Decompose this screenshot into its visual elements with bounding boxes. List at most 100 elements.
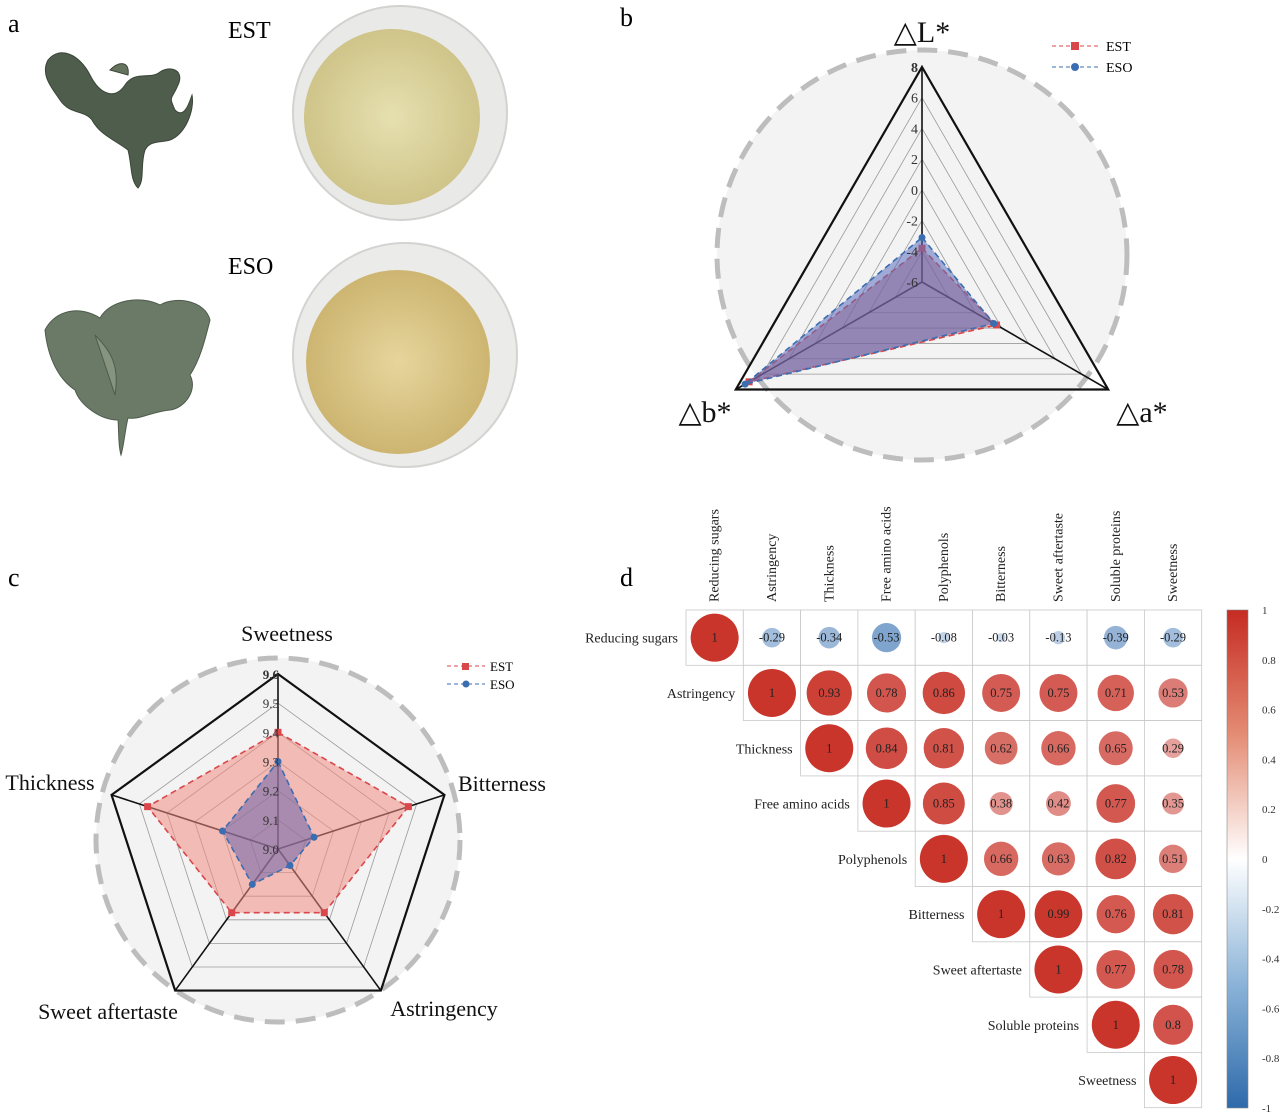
data-point-eso xyxy=(248,880,256,888)
column-header: Reducing sugars xyxy=(708,509,723,602)
correlation-value: 0.42 xyxy=(1048,797,1070,811)
correlation-circle xyxy=(1046,791,1071,816)
correlation-circle xyxy=(1096,950,1136,989)
correlation-circle xyxy=(1103,625,1128,650)
axis-label: △L* xyxy=(894,16,950,49)
axis-label: Sweetness xyxy=(241,621,333,646)
correlation-value: 0.75 xyxy=(990,686,1012,700)
colorbar-tick: 0.4 xyxy=(1262,754,1276,766)
panel-label-c: c xyxy=(8,563,20,592)
correlation-circle xyxy=(923,728,965,769)
panel-a: a EST ESO xyxy=(8,5,518,468)
panel-label-a: a xyxy=(8,9,20,38)
data-point-est xyxy=(144,803,152,811)
correlation-value: 0.78 xyxy=(876,686,898,700)
data-point-eso xyxy=(918,233,926,241)
correlation-circle xyxy=(1039,673,1078,712)
correlation-circle xyxy=(806,670,852,716)
correlation-circle xyxy=(983,841,1019,877)
correlation-circle xyxy=(1051,631,1066,645)
row-header: Free amino acids xyxy=(754,798,850,813)
correlation-circle xyxy=(1096,784,1136,823)
correlation-value: -0.29 xyxy=(759,631,785,645)
tick-label: -2 xyxy=(906,215,918,230)
tick-label: 9.5 xyxy=(263,696,279,711)
correlation-value: -0.13 xyxy=(1045,631,1071,645)
correlation-value: 1 xyxy=(998,907,1004,921)
legend-c-est-marker xyxy=(462,663,469,670)
correlation-circle xyxy=(1158,678,1188,708)
tick-label: 9.2 xyxy=(263,784,279,799)
series-area-eso xyxy=(221,760,316,886)
data-point-est xyxy=(228,909,236,917)
correlation-circle xyxy=(996,633,1006,643)
eso-leaf-photo xyxy=(44,299,211,457)
colorbar-tick: -0.8 xyxy=(1262,1053,1280,1065)
correlation-circle xyxy=(1153,949,1193,990)
correlation-circle xyxy=(1095,838,1137,880)
correlation-circle xyxy=(1096,894,1135,934)
data-point-eso xyxy=(286,862,294,870)
tick-label: 9.3 xyxy=(263,755,279,770)
radar-c: 9.09.19.29.39.49.59.6SweetnessBitterness… xyxy=(5,621,546,1024)
tick-label: 9.6 xyxy=(263,667,280,682)
est-label: EST xyxy=(228,18,271,44)
row-header: Soluble proteins xyxy=(988,1019,1079,1034)
tick-label: 6 xyxy=(911,92,918,107)
radar-outer-frame xyxy=(733,64,1111,391)
correlation-circle xyxy=(919,834,968,883)
panel-label-d: d xyxy=(620,563,633,592)
radar-grid-ring xyxy=(788,127,1056,360)
correlation-circle xyxy=(866,673,907,713)
panel-label-b: b xyxy=(620,3,633,32)
legend-c-eso-marker xyxy=(462,680,470,688)
correlation-value: 0.93 xyxy=(818,686,840,700)
correlation-circle xyxy=(1163,738,1183,759)
column-header: Astringency xyxy=(765,534,780,602)
correlation-value: 1 xyxy=(1055,962,1061,976)
column-header: Soluble proteins xyxy=(1109,511,1124,602)
correlation-circle xyxy=(984,731,1018,765)
correlation-value: 0.77 xyxy=(1105,962,1127,976)
correlation-circle xyxy=(1041,731,1076,766)
tick-label: -6 xyxy=(906,276,918,291)
tick-label: -4 xyxy=(906,245,918,260)
colorbar-tick: -0.4 xyxy=(1262,954,1280,966)
legend-b-est-label: EST xyxy=(1106,40,1131,55)
correlation-value: 0.65 xyxy=(1105,741,1127,755)
axis-label: Astringency xyxy=(390,996,498,1021)
colorbar: 10.80.60.40.20-0.2-0.4-0.6-0.8-1 xyxy=(1226,605,1280,1112)
correlation-circle xyxy=(989,791,1013,816)
correlation-value: 0.63 xyxy=(1048,852,1070,866)
correlation-value: 1 xyxy=(883,797,889,811)
correlation-value: 0.85 xyxy=(933,797,955,811)
radar-grid-ring xyxy=(138,702,418,968)
correlation-circle xyxy=(1163,627,1183,648)
legend-c: EST ESO xyxy=(447,659,515,692)
est-leaf-photo xyxy=(44,52,194,189)
colorbar-tick: 1 xyxy=(1262,605,1268,617)
colorbar-tick: -0.6 xyxy=(1262,1003,1280,1015)
column-header: Thickness xyxy=(822,545,837,602)
correlation-value: -0.08 xyxy=(931,631,957,645)
correlation-value: 0.8 xyxy=(1165,1018,1181,1032)
axis-label: Sweet aftertaste xyxy=(38,999,178,1024)
data-point-eso xyxy=(274,758,282,765)
est-tea-cup-photo xyxy=(292,5,508,221)
correlation-value: -0.34 xyxy=(816,631,843,645)
correlation-circle xyxy=(1091,1000,1140,1049)
correlation-circle xyxy=(1098,731,1133,766)
correlation-value: 1 xyxy=(1113,1018,1119,1032)
tick-label: 9.0 xyxy=(263,842,279,857)
row-header: Polyphenols xyxy=(838,853,907,868)
correlation-value: 0.86 xyxy=(933,686,955,700)
correlation-value: 1 xyxy=(826,741,832,755)
correlation-circle xyxy=(1152,893,1194,935)
correlation-circle xyxy=(922,671,966,715)
correlation-value: -0.29 xyxy=(1160,631,1186,645)
correlation-value: 0.77 xyxy=(1105,797,1127,811)
correlation-circle xyxy=(982,673,1021,712)
